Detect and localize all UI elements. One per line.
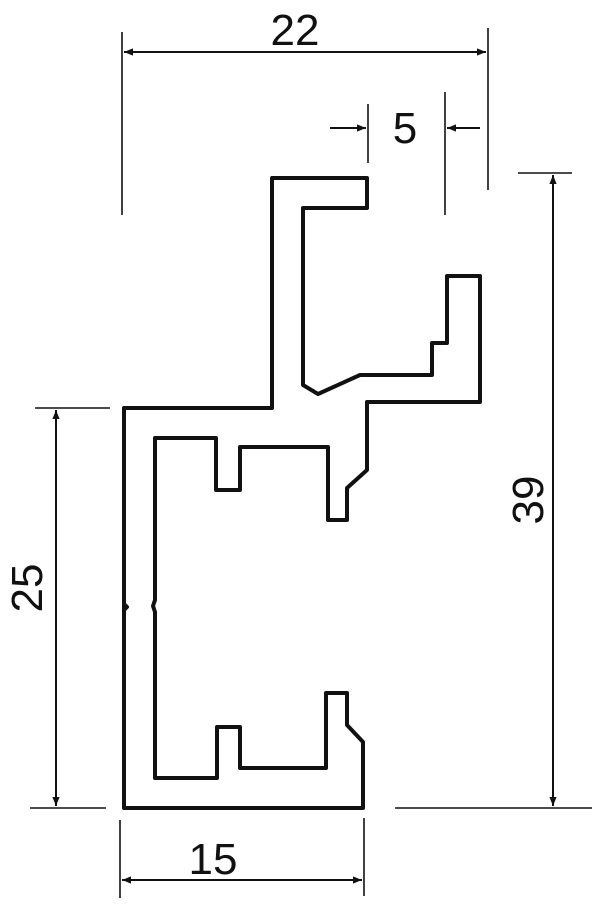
label-base-height: 25 [3,564,52,613]
dimension-slot-width: 5 [330,92,480,215]
label-slot-width: 5 [393,104,417,153]
dimension-overall-width: 22 [121,6,489,215]
dimension-base-width: 15 [119,818,365,898]
label-overall-height: 39 [504,476,553,525]
label-base-width: 15 [189,835,238,884]
dimension-base-height: 25 [3,407,110,809]
dimension-overall-height: 39 [395,172,592,809]
label-overall-width: 22 [271,6,320,55]
profile-outline [122,176,482,810]
